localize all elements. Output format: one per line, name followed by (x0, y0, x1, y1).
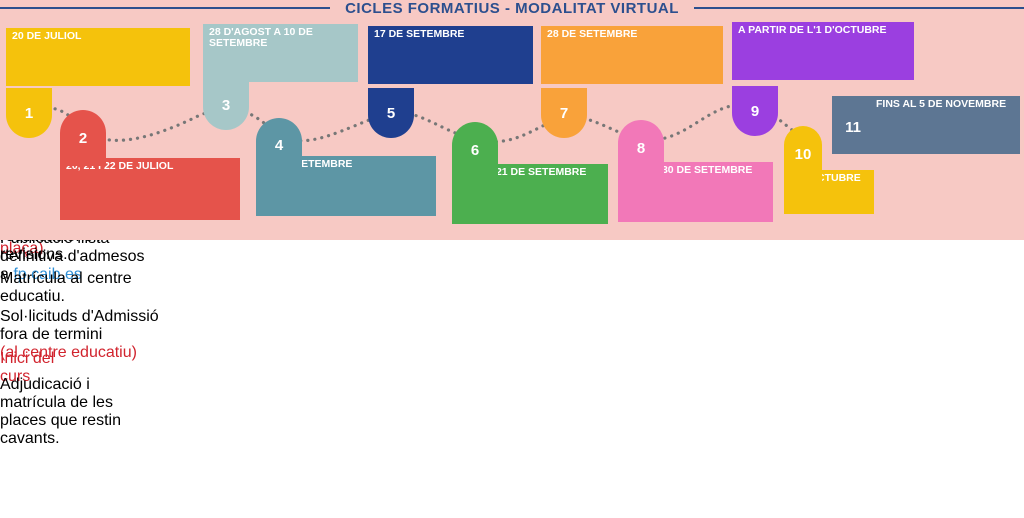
step-note: (al centre educatiu) (0, 344, 137, 361)
step-description: Matrícula al centre educatiu. (0, 270, 150, 308)
step-date: 5 D'OCTUBRE (790, 172, 861, 184)
step-number: 6 (452, 122, 498, 178)
title-rule-left (0, 7, 330, 9)
title-rule-right (694, 7, 1024, 9)
step-date: FINS AL 5 DE NOVEMBRE (876, 98, 1007, 110)
step-link[interactable]: fp.caib.es (13, 266, 82, 283)
step-line1: Sol·licituds d'Admissió fora de termini (0, 308, 159, 343)
step-date: A PARTIR DE L'1 D'OCTUBRE (738, 24, 887, 36)
step-date: 28 D'AGOST A 10 DE SETEMBRE (209, 26, 313, 49)
step-date: 17, 18 I 21 DE SETEMBRE (458, 166, 587, 178)
step-card: 17 DE SETEMBRE (368, 26, 533, 84)
step-number: 11 (832, 104, 874, 150)
step-description: Inici del curs (0, 350, 84, 385)
step-number: 3 (203, 80, 249, 130)
step-date: 28, 29 I 30 DE SETEMBRE (624, 164, 753, 176)
step-number: 9 (732, 86, 778, 136)
step-number: 4 (256, 118, 302, 172)
step-number: 10 (784, 126, 822, 182)
step-number: 2 (60, 110, 106, 166)
step-card: 20 DE JULIOL (6, 28, 190, 86)
step-card: 20, 21 I 22 DE JULIOL (60, 158, 240, 220)
step-line1: Matrícula al centre educatiu. (0, 270, 132, 305)
step-description: Sol·licituds d'Admissió fora de termini(… (0, 308, 176, 361)
step-date: 20, 21 I 22 DE JULIOL (66, 160, 174, 172)
page-title: CICLES FORMATIUS - MODALITAT VIRTUAL (335, 0, 689, 17)
step-date: 16 DE SETEMBRE (262, 158, 353, 170)
step-date: 17 DE SETEMBRE (374, 28, 465, 40)
step-card: 28 DE SETEMBRE (541, 26, 723, 84)
step-card: A PARTIR DE L'1 D'OCTUBRE (732, 22, 914, 80)
step-number: 1 (6, 88, 52, 138)
step-number: 7 (541, 88, 587, 138)
step-card: 28 D'AGOST A 10 DE SETEMBRE (203, 24, 358, 82)
step-line2: places que restin cavants. (0, 412, 121, 447)
step-number: 5 (368, 88, 414, 138)
step-line2: a (0, 266, 9, 283)
step-note: Inici del curs (0, 350, 55, 385)
step-date: 28 DE SETEMBRE (547, 28, 638, 40)
step-line1: Adjudicació i matrícula de les (0, 376, 113, 411)
step-date: 20 DE JULIOL (12, 30, 82, 42)
step-number: 8 (618, 120, 664, 176)
